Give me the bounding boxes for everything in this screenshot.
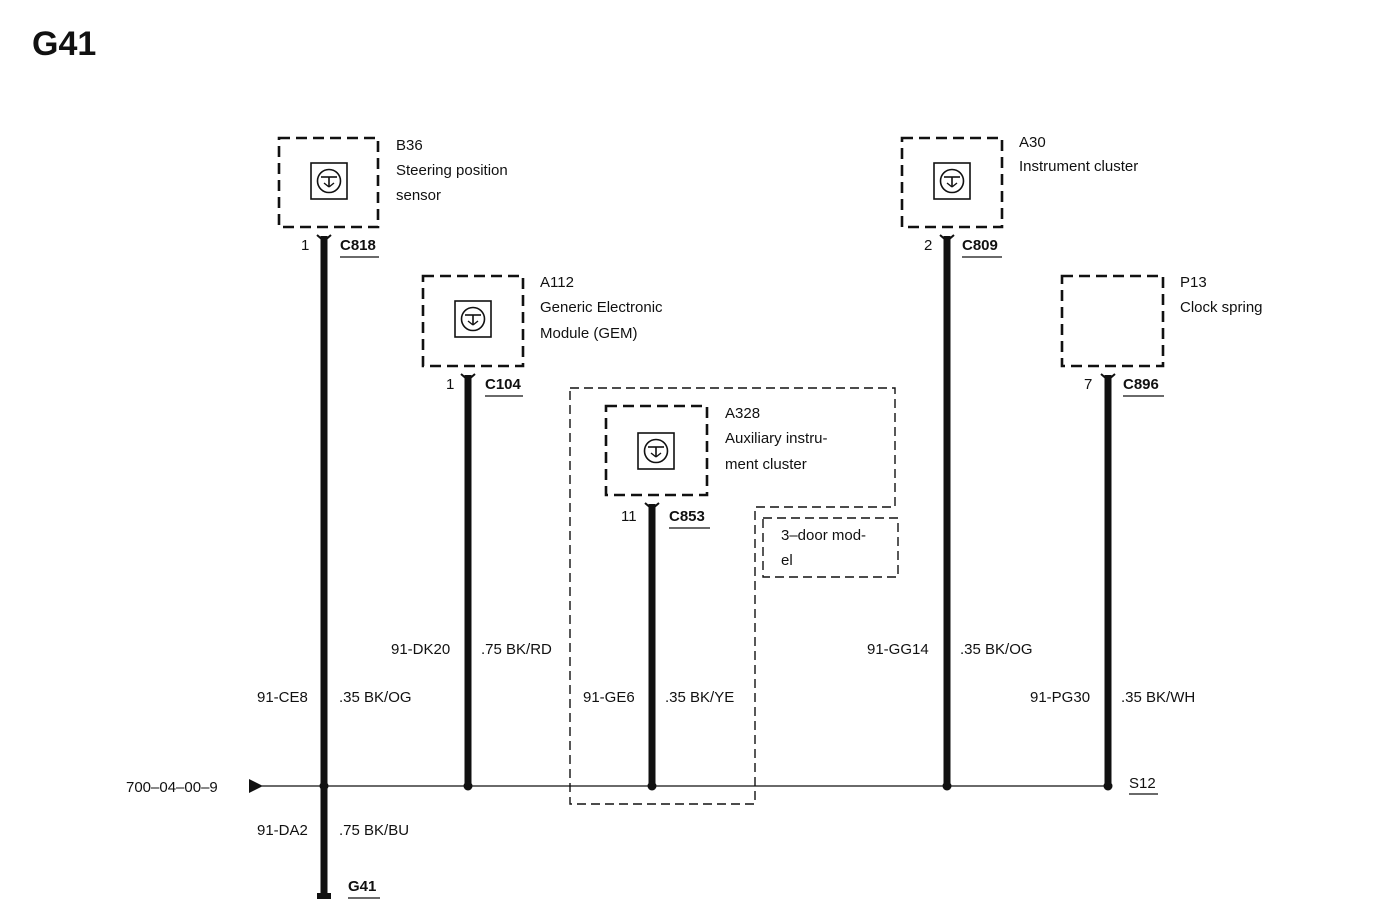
splice-dot-icon <box>1103 781 1113 791</box>
component-a30: A30 Instrument cluster <box>900 134 1138 229</box>
wire-spec: .75 BK/BU <box>339 822 409 839</box>
connector-id: C818 <box>340 237 376 254</box>
splice-dot-icon <box>942 781 952 791</box>
transistor-symbol-icon <box>637 432 675 470</box>
connector-id: C104 <box>485 376 522 393</box>
diagram-title: G41 <box>32 25 96 63</box>
splice-dot-icon <box>463 781 473 791</box>
wire-code: 91-CE8 <box>257 689 308 706</box>
bus-reference: 700–04–00–9 <box>126 779 218 796</box>
component-id: P13 <box>1180 274 1207 291</box>
wire-code: 91-DA2 <box>257 822 308 839</box>
pin-number: 11 <box>621 508 637 525</box>
wire-spec: .75 BK/RD <box>481 641 552 658</box>
wire-spec: .35 BK/OG <box>960 641 1033 658</box>
component-name-line1: Steering position <box>396 162 508 179</box>
component-id: B36 <box>396 137 423 154</box>
component-id: A328 <box>725 405 760 422</box>
component-box <box>277 136 380 229</box>
component-p13: P13 Clock spring <box>1060 274 1263 368</box>
component-box <box>421 274 525 368</box>
component-id: A30 <box>1019 134 1046 151</box>
arrow-right-icon <box>249 779 263 793</box>
wire-code: 91-PG30 <box>1030 689 1090 706</box>
component-name-line1: Auxiliary instru- <box>725 430 828 447</box>
pin-number: 2 <box>924 237 932 254</box>
wire-code: 91-GG14 <box>867 641 929 658</box>
ground-point-id: G41 <box>348 878 376 895</box>
wire-spec: .35 BK/OG <box>339 689 412 706</box>
variant-note-line1: 3–door mod- <box>781 527 866 544</box>
pin-number: 1 <box>446 376 454 393</box>
transistor-symbol-icon <box>310 162 348 200</box>
pin-number: 1 <box>301 237 309 254</box>
component-id: A112 <box>540 274 574 291</box>
component-a328: A328 Auxiliary instru- ment cluster <box>604 404 828 497</box>
component-box <box>1060 274 1165 368</box>
component-a112: A112 Generic Electronic Module (GEM) <box>421 274 663 368</box>
splice-dots <box>319 781 1113 791</box>
wire-spec: .35 BK/WH <box>1121 689 1195 706</box>
component-name-line2: ment cluster <box>725 456 807 473</box>
component-b36: B36 Steering position sensor <box>277 136 508 229</box>
connector-id: C809 <box>962 237 998 254</box>
transistor-symbol-icon <box>454 300 492 338</box>
splice-id: S12 <box>1129 775 1156 792</box>
ground-icon <box>317 893 331 899</box>
connector-id: C896 <box>1123 376 1159 393</box>
component-name-line1: Instrument cluster <box>1019 158 1138 175</box>
wire-code: 91-DK20 <box>391 641 450 658</box>
component-box <box>604 404 709 497</box>
transistor-symbol-icon <box>933 162 971 200</box>
wire-code: 91-GE6 <box>583 689 635 706</box>
component-name-line2: Module (GEM) <box>540 325 638 342</box>
variant-boundary <box>569 387 896 805</box>
component-name-line2: sensor <box>396 187 441 204</box>
variant-note-box <box>762 517 899 578</box>
component-name-line1: Generic Electronic <box>540 299 663 316</box>
variant-note-line2: el <box>781 552 793 569</box>
component-name-line1: Clock spring <box>1180 299 1263 316</box>
wire-spec: .35 BK/YE <box>665 689 734 706</box>
pin-number: 7 <box>1084 376 1092 393</box>
connector-id: C853 <box>669 508 705 525</box>
splice-dot-icon <box>647 781 657 791</box>
component-box <box>900 136 1004 229</box>
